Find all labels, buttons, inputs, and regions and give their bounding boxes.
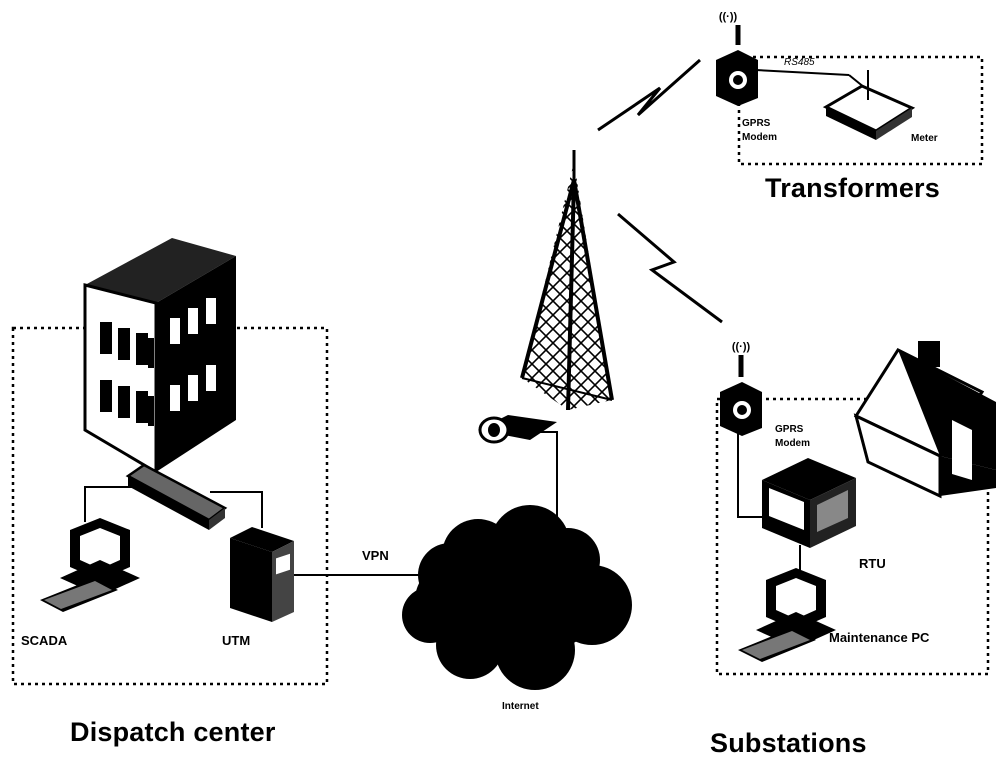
gprs-modem-icon-transformers: ((·)) bbox=[716, 11, 758, 106]
house-icon bbox=[853, 341, 996, 499]
connection-label-rs485: RS485 bbox=[784, 57, 815, 68]
svg-text:((·)): ((·)) bbox=[732, 341, 751, 353]
lightning-icon-substations bbox=[617, 212, 723, 324]
transformers-box bbox=[737, 55, 984, 166]
computer-icon-maintenance bbox=[738, 568, 836, 662]
device-label-rtu: RTU bbox=[859, 556, 886, 571]
device-label-meter: Meter bbox=[911, 133, 938, 144]
cloud-icon bbox=[402, 505, 632, 690]
connection-label-vpn: VPN bbox=[362, 548, 389, 563]
region-title-dispatch-center: Dispatch center bbox=[70, 717, 276, 747]
rtu-icon bbox=[762, 458, 856, 548]
satellite-dish-icon bbox=[478, 415, 557, 444]
region-title-transformers: Transformers bbox=[765, 173, 940, 203]
substations-box bbox=[715, 397, 990, 676]
svg-text:((·)): ((·)) bbox=[719, 11, 738, 23]
lightning-icon-transformers bbox=[597, 58, 701, 132]
gprs-modem-icon-substations: ((·)) bbox=[720, 341, 762, 436]
device-label-maintenance-pc: Maintenance PC bbox=[829, 630, 930, 645]
meter-icon bbox=[822, 70, 916, 140]
firewall-icon bbox=[230, 527, 294, 622]
device-label-utm: UTM bbox=[222, 633, 251, 648]
region-title-substations: Substations bbox=[710, 728, 867, 758]
device-label-internet: Internet bbox=[502, 701, 539, 712]
device-label-gprs-modem-substations: GPRS Modem bbox=[775, 424, 810, 449]
device-label-scada: SCADA bbox=[21, 633, 68, 648]
building-icon bbox=[83, 238, 236, 475]
computer-icon-scada bbox=[40, 518, 140, 612]
device-label-gprs-modem-transformers: GPRS Modem bbox=[742, 118, 777, 143]
network-switch-icon bbox=[125, 463, 228, 530]
connection-lines bbox=[84, 69, 871, 578]
cell-tower-icon bbox=[520, 150, 614, 411]
